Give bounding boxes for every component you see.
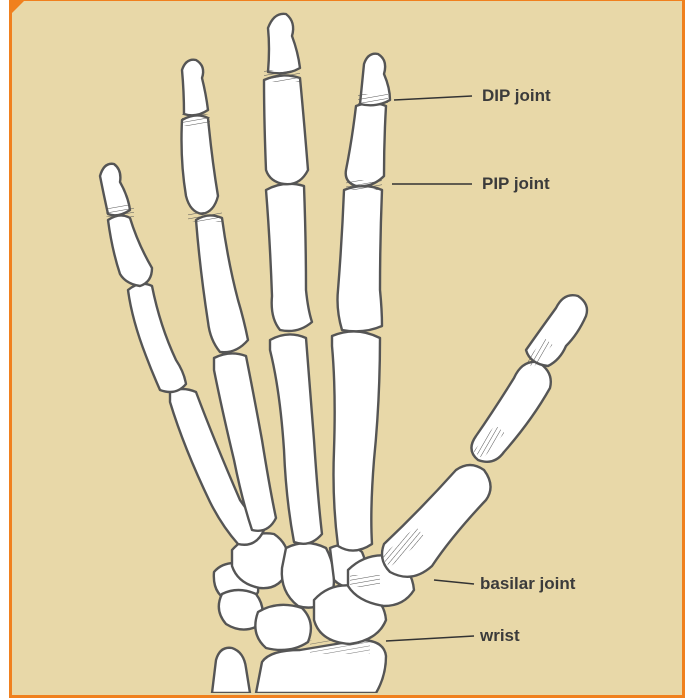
middle-finger [264, 14, 322, 544]
ring-proximal-phalanx [196, 215, 248, 352]
index-metacarpal [332, 331, 380, 550]
wrist-leader-line [386, 636, 474, 641]
index-middle-phalanx [346, 103, 386, 186]
wrist-label: wrist [480, 626, 520, 646]
pinky-middle-phalanx [108, 215, 152, 286]
pinky-dip-hatching [106, 205, 134, 217]
index-finger [332, 54, 390, 551]
middle-dip-hatching [264, 70, 300, 82]
ring-middle-phalanx [182, 115, 219, 214]
index-dip-hatching [358, 94, 388, 106]
ring-distal-phalanx [182, 60, 208, 116]
thumb [381, 295, 587, 577]
dip-leader-line [394, 96, 472, 100]
dip-joint-label: DIP joint [482, 86, 551, 106]
ulna-bone [212, 648, 250, 693]
basilar-joint-label: basilar joint [480, 574, 575, 594]
pinky-proximal-phalanx [128, 284, 186, 392]
basilar-leader-line [434, 580, 474, 584]
lunate-bone [255, 605, 311, 650]
ring-pip-hatching [188, 212, 222, 222]
index-proximal-phalanx [338, 186, 383, 331]
pip-joint-label: PIP joint [482, 174, 550, 194]
middle-metacarpal [270, 334, 322, 543]
carpal-joint-hatching [350, 575, 380, 587]
middle-proximal-phalanx [266, 184, 312, 331]
middle-distal-phalanx [268, 14, 300, 74]
ring-dip-hatching [182, 114, 210, 126]
middle-middle-phalanx [264, 75, 308, 184]
index-pip-hatching [346, 180, 382, 190]
